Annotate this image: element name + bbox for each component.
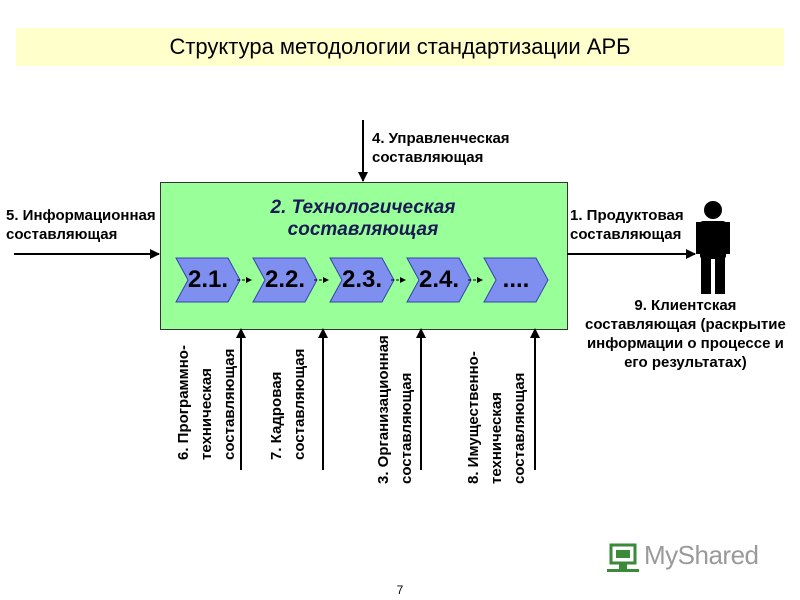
chevron-2-2	[252, 257, 318, 303]
property-label: 8. Имущественно- техническая составляюща…	[465, 351, 528, 484]
organizational-label: 3. Организационная составляющая	[375, 335, 415, 484]
chevron-more	[483, 257, 549, 303]
product-label: 1. Продуктовая составляющая	[570, 207, 684, 243]
step-label: ....	[502, 266, 530, 293]
logo-icon	[607, 543, 639, 572]
technological-component-box	[160, 182, 568, 330]
person-icon	[696, 201, 730, 294]
information-label: 5. Информационная составляющая	[6, 207, 156, 243]
client-label: 9. Клиентская составляющая (раскрытие ин…	[585, 297, 786, 371]
step-label: 2.3.	[341, 266, 383, 293]
step-label: 2.1.	[187, 266, 229, 293]
step-label: 2.2.	[264, 266, 306, 293]
chevron-2-4	[406, 257, 472, 303]
personnel-label: 7. Кадровая составляющая	[268, 348, 308, 460]
management-label: 4. Управленческая составляющая	[372, 130, 510, 166]
page-title: Структура методологии стандартизации АРБ	[169, 34, 631, 59]
chevron-2-3	[329, 257, 395, 303]
chevron-2-1	[175, 257, 241, 303]
logo-text: MyShared	[644, 540, 759, 570]
page-number: 7	[396, 583, 404, 597]
title-bar: Структура методологии стандартизации АРБ	[16, 28, 784, 66]
process-chain	[175, 257, 549, 303]
software-label: 6. Программно- техническая составляющая	[175, 345, 238, 460]
watermark-logo: MyShared	[606, 536, 776, 576]
step-label: 2.4.	[418, 266, 460, 293]
technological-component-title: 2. Технологическая составляющая	[270, 197, 456, 240]
